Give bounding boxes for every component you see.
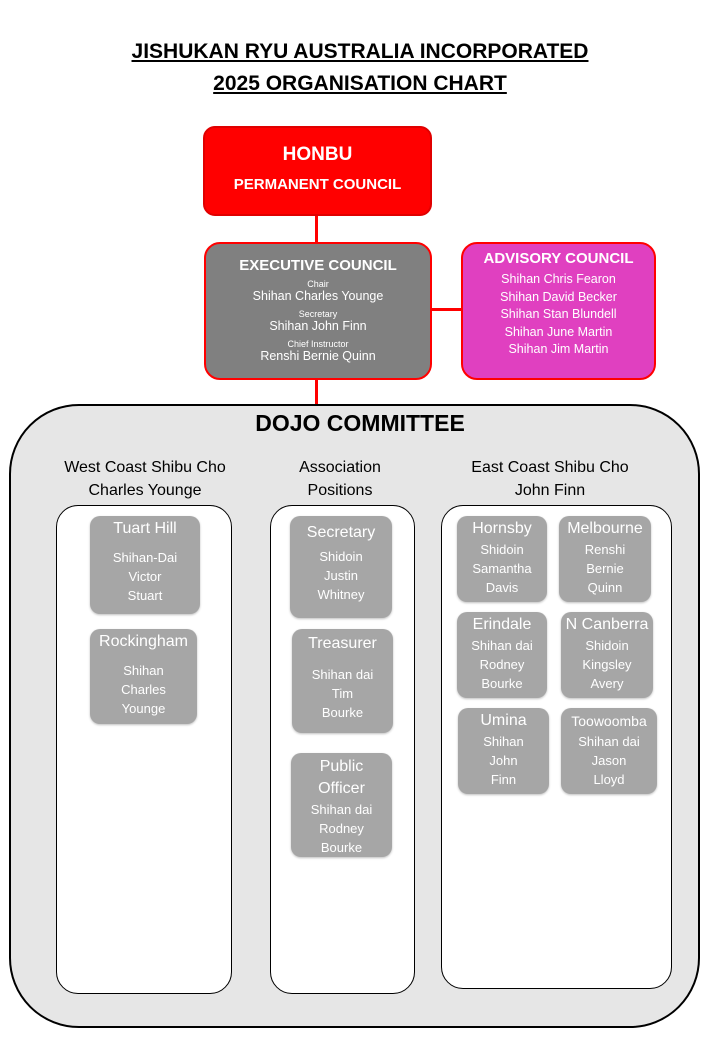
dojo-card-line: Stuart: [127, 588, 163, 603]
assoc-card-line: Whitney: [317, 587, 365, 602]
executive-council-title: EXECUTIVE COUNCIL: [239, 257, 397, 274]
chart-title-line2: 2025 ORGANISATION CHART: [213, 72, 507, 95]
dojo-card-name: Toowoomba: [571, 713, 647, 729]
association-heading-line1: Association: [299, 459, 381, 476]
dojo-card-line: Rodney: [479, 657, 525, 672]
assoc-card-line: Bourke: [321, 705, 364, 720]
dojo-card-name: Umina: [480, 712, 527, 729]
dojo-card-line: Renshi: [584, 542, 626, 557]
advisory-member: Shihan Chris Fearon: [501, 272, 616, 286]
dojo-card-line: Younge: [121, 701, 166, 716]
dojo-card-name: Tuart Hill: [113, 520, 177, 537]
advisory-council-title: ADVISORY COUNCIL: [483, 250, 634, 267]
exec-role-name: Shihan John Finn: [269, 319, 367, 333]
association-heading-line2: Positions: [307, 482, 373, 499]
dojo-card-n-canberra: N Canberra Shidoin Kingsley Avery: [561, 612, 653, 698]
dojo-card-line: Jason: [591, 753, 627, 768]
east-coast-heading-line1: East Coast Shibu Cho: [471, 459, 629, 476]
connector-exec-advisory: [431, 308, 462, 311]
chart-title-line1: JISHUKAN RYU AUSTRALIA INCORPORATED: [131, 40, 589, 63]
connector-honbu-exec: [315, 215, 318, 243]
assoc-card-name: Public: [319, 758, 364, 775]
dojo-card-line: Victor: [128, 569, 162, 584]
west-coast-heading-line1: West Coast Shibu Cho: [64, 459, 226, 476]
dojo-card-line: Bernie: [586, 561, 624, 576]
advisory-council-box: ADVISORY COUNCIL Shihan Chris Fearon Shi…: [461, 242, 656, 380]
association-heading: Association Positions: [260, 456, 420, 502]
dojo-card-line: Samantha: [472, 561, 532, 576]
assoc-card-line: Shidoin: [319, 549, 363, 564]
assoc-card-name: Treasurer: [308, 635, 377, 652]
assoc-card-line: Rodney: [319, 821, 364, 836]
advisory-member: Shihan David Becker: [500, 289, 617, 304]
dojo-card-line: Shidoin: [585, 638, 629, 653]
east-coast-heading-line2: John Finn: [514, 482, 586, 499]
east-coast-heading: East Coast Shibu Cho John Finn: [445, 456, 655, 502]
dojo-card-line: Shihan-Dai: [112, 550, 178, 565]
assoc-card-treasurer: Treasurer Shihan dai Tim Bourke: [292, 629, 393, 733]
dojo-card-line: Davis: [485, 580, 519, 595]
dojo-card-melbourne: Melbourne Renshi Bernie Quinn: [559, 516, 651, 602]
assoc-card-line: Bourke: [320, 840, 363, 855]
dojo-card-name: Hornsby: [472, 520, 532, 537]
assoc-card-public-officer: Public Officer Shihan dai Rodney Bourke: [291, 753, 392, 857]
dojo-card-umina: Umina Shihan John Finn: [458, 708, 549, 794]
assoc-card-line: Tim: [331, 686, 354, 701]
west-coast-heading-line2: Charles Younge: [88, 482, 202, 499]
dojo-card-line: Shihan dai: [471, 638, 533, 653]
exec-role-label: Secretary: [298, 309, 338, 319]
west-coast-heading: West Coast Shibu Cho Charles Younge: [40, 456, 250, 502]
dojo-card-rockingham: Rockingham Shihan Charles Younge: [90, 629, 197, 724]
dojo-card-line: Shidoin: [480, 542, 524, 557]
dojo-card-name: N Canberra: [565, 616, 649, 633]
dojo-card-line: Avery: [590, 676, 624, 691]
connector-exec-dojo: [315, 380, 318, 405]
dojo-card-line: Shihan: [123, 663, 164, 678]
dojo-card-line: Finn: [490, 772, 517, 787]
assoc-card-line: Justin: [324, 568, 358, 583]
dojo-card-line: John: [489, 753, 518, 768]
dojo-card-line: Lloyd: [593, 772, 625, 787]
honbu-title: HONBU: [282, 144, 353, 165]
honbu-subtitle: PERMANENT COUNCIL: [233, 176, 402, 193]
exec-role-name: Shihan Charles Younge: [252, 289, 384, 303]
dojo-card-name: Rockingham: [99, 633, 188, 650]
exec-role-label: Chair: [307, 279, 329, 289]
dojo-card-name: Erindale: [472, 616, 532, 633]
dojo-card-toowoomba: Toowoomba Shihan dai Jason Lloyd: [561, 708, 657, 794]
dojo-card-line: Shihan: [483, 734, 524, 749]
dojo-card-line: Bourke: [481, 676, 523, 691]
advisory-member: Shihan June Martin: [504, 324, 613, 339]
dojo-card-line: Charles: [121, 682, 166, 697]
dojo-committee-title: DOJO COMMITTEE: [255, 410, 465, 436]
exec-role-label: Chief Instructor: [287, 339, 349, 349]
assoc-card-line: Shihan dai: [311, 667, 374, 682]
honbu-box: HONBU PERMANENT COUNCIL: [203, 126, 432, 216]
dojo-card-name: Melbourne: [567, 520, 643, 537]
exec-role-name: Renshi Bernie Quinn: [260, 349, 376, 363]
dojo-card-tuart-hill: Tuart Hill Shihan-Dai Victor Stuart: [90, 516, 200, 614]
assoc-card-name: Secretary: [306, 524, 376, 541]
advisory-member: Shihan Stan Blundell: [500, 307, 617, 321]
assoc-card-name-line2: Officer: [318, 780, 365, 797]
dojo-card-hornsby: Hornsby Shidoin Samantha Davis: [457, 516, 547, 602]
advisory-member: Shihan Jim Martin: [508, 342, 609, 356]
dojo-card-line: Shihan dai: [578, 734, 640, 749]
executive-council-box: EXECUTIVE COUNCIL Chair Shihan Charles Y…: [204, 242, 432, 380]
dojo-card-line: Kingsley: [582, 657, 632, 672]
dojo-card-erindale: Erindale Shihan dai Rodney Bourke: [457, 612, 547, 698]
assoc-card-secretary: Secretary Shidoin Justin Whitney: [290, 516, 392, 618]
assoc-card-line: Shihan dai: [310, 802, 373, 817]
dojo-card-line: Quinn: [587, 580, 623, 595]
